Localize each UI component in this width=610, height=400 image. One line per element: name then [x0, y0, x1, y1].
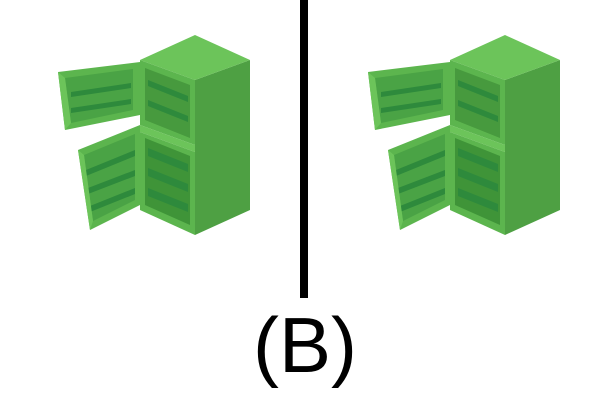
figure-caption: (B)	[253, 301, 357, 389]
left-fridge-panel	[45, 20, 275, 250]
divider-line	[300, 0, 308, 298]
open-refrigerator-icon	[368, 35, 560, 235]
right-fridge-panel	[355, 20, 585, 250]
open-refrigerator-icon	[58, 35, 250, 235]
